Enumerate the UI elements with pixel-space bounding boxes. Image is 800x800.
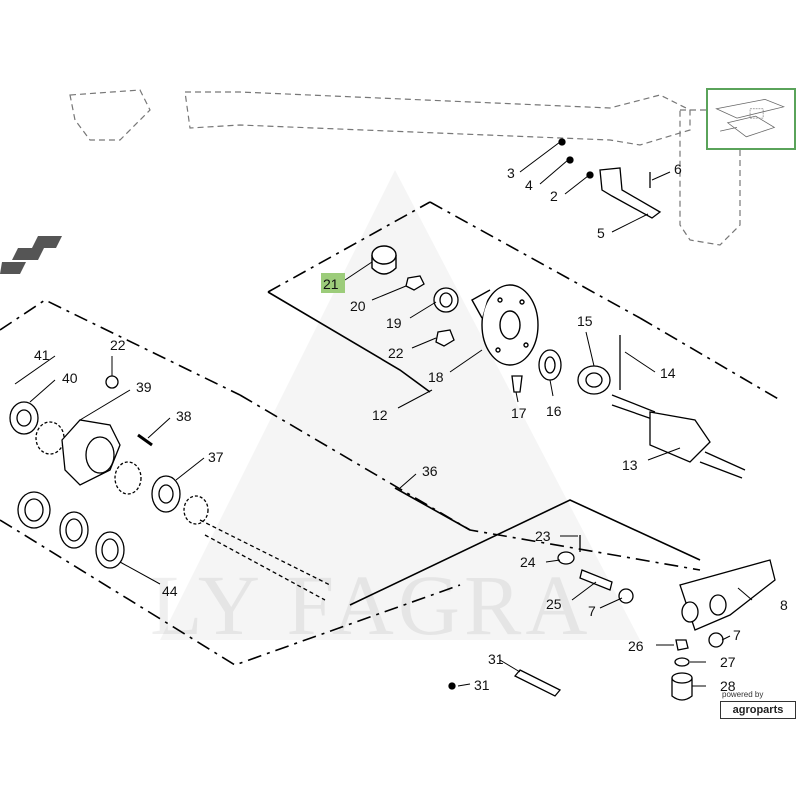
label-38[interactable]: 38 bbox=[176, 408, 192, 424]
overview-thumbnail[interactable] bbox=[706, 88, 796, 150]
label-19[interactable]: 19 bbox=[386, 315, 402, 331]
label-31[interactable]: 31 bbox=[488, 651, 504, 667]
label-25[interactable]: 25 bbox=[546, 596, 562, 612]
label-14[interactable]: 14 bbox=[660, 365, 676, 381]
part-labels: 21 20 19 22 22 18 17 16 15 14 13 12 3 4 … bbox=[34, 161, 788, 694]
label-8[interactable]: 8 bbox=[780, 597, 788, 613]
group-lines bbox=[0, 201, 781, 666]
brand-powered-by: powered by bbox=[722, 690, 764, 699]
label-12[interactable]: 12 bbox=[372, 407, 388, 423]
label-22[interactable]: 22 bbox=[388, 345, 404, 361]
label-40[interactable]: 40 bbox=[62, 370, 78, 386]
leader-lines bbox=[14, 141, 753, 687]
watermark-logo bbox=[160, 170, 640, 640]
label-26[interactable]: 26 bbox=[628, 638, 644, 654]
label-18[interactable]: 18 bbox=[428, 369, 444, 385]
highlight-21 bbox=[321, 273, 345, 293]
label-7[interactable]: 7 bbox=[733, 627, 741, 643]
label-13[interactable]: 13 bbox=[622, 457, 638, 473]
label-28[interactable]: 28 bbox=[720, 678, 736, 694]
label-17[interactable]: 17 bbox=[511, 405, 527, 421]
bracket-5 bbox=[558, 138, 662, 219]
brand-badge[interactable]: powered by agroparts bbox=[720, 690, 798, 722]
label-39[interactable]: 39 bbox=[136, 379, 152, 395]
label-15[interactable]: 15 bbox=[577, 313, 593, 329]
label-5[interactable]: 5 bbox=[597, 225, 605, 241]
thumbnail-drawing bbox=[715, 98, 785, 138]
label-6[interactable]: 6 bbox=[674, 161, 682, 177]
hub-flange-18 bbox=[471, 284, 539, 366]
label-27[interactable]: 27 bbox=[720, 654, 736, 670]
label-21[interactable]: 21 bbox=[323, 276, 339, 292]
label-4[interactable]: 4 bbox=[525, 177, 533, 193]
label-2[interactable]: 2 bbox=[550, 188, 558, 204]
hatched-plates bbox=[0, 236, 62, 274]
label-36[interactable]: 36 bbox=[422, 463, 438, 479]
label-41[interactable]: 41 bbox=[34, 347, 50, 363]
label-20[interactable]: 20 bbox=[350, 298, 366, 314]
brand-logo: agroparts bbox=[720, 701, 796, 719]
label-24[interactable]: 24 bbox=[520, 554, 536, 570]
label-37[interactable]: 37 bbox=[208, 449, 224, 465]
label-16[interactable]: 16 bbox=[546, 403, 562, 419]
left-hub-assembly bbox=[9, 375, 331, 601]
label-31[interactable]: 31 bbox=[474, 677, 490, 693]
spindle-13 bbox=[611, 335, 746, 479]
label-3[interactable]: 3 bbox=[507, 165, 515, 181]
cap-21 bbox=[371, 245, 397, 275]
label-23[interactable]: 23 bbox=[535, 528, 551, 544]
label-7[interactable]: 7 bbox=[588, 603, 596, 619]
small-parts-upper bbox=[405, 275, 611, 395]
label-44[interactable]: 44 bbox=[162, 583, 178, 599]
label-22[interactable]: 22 bbox=[110, 337, 126, 353]
